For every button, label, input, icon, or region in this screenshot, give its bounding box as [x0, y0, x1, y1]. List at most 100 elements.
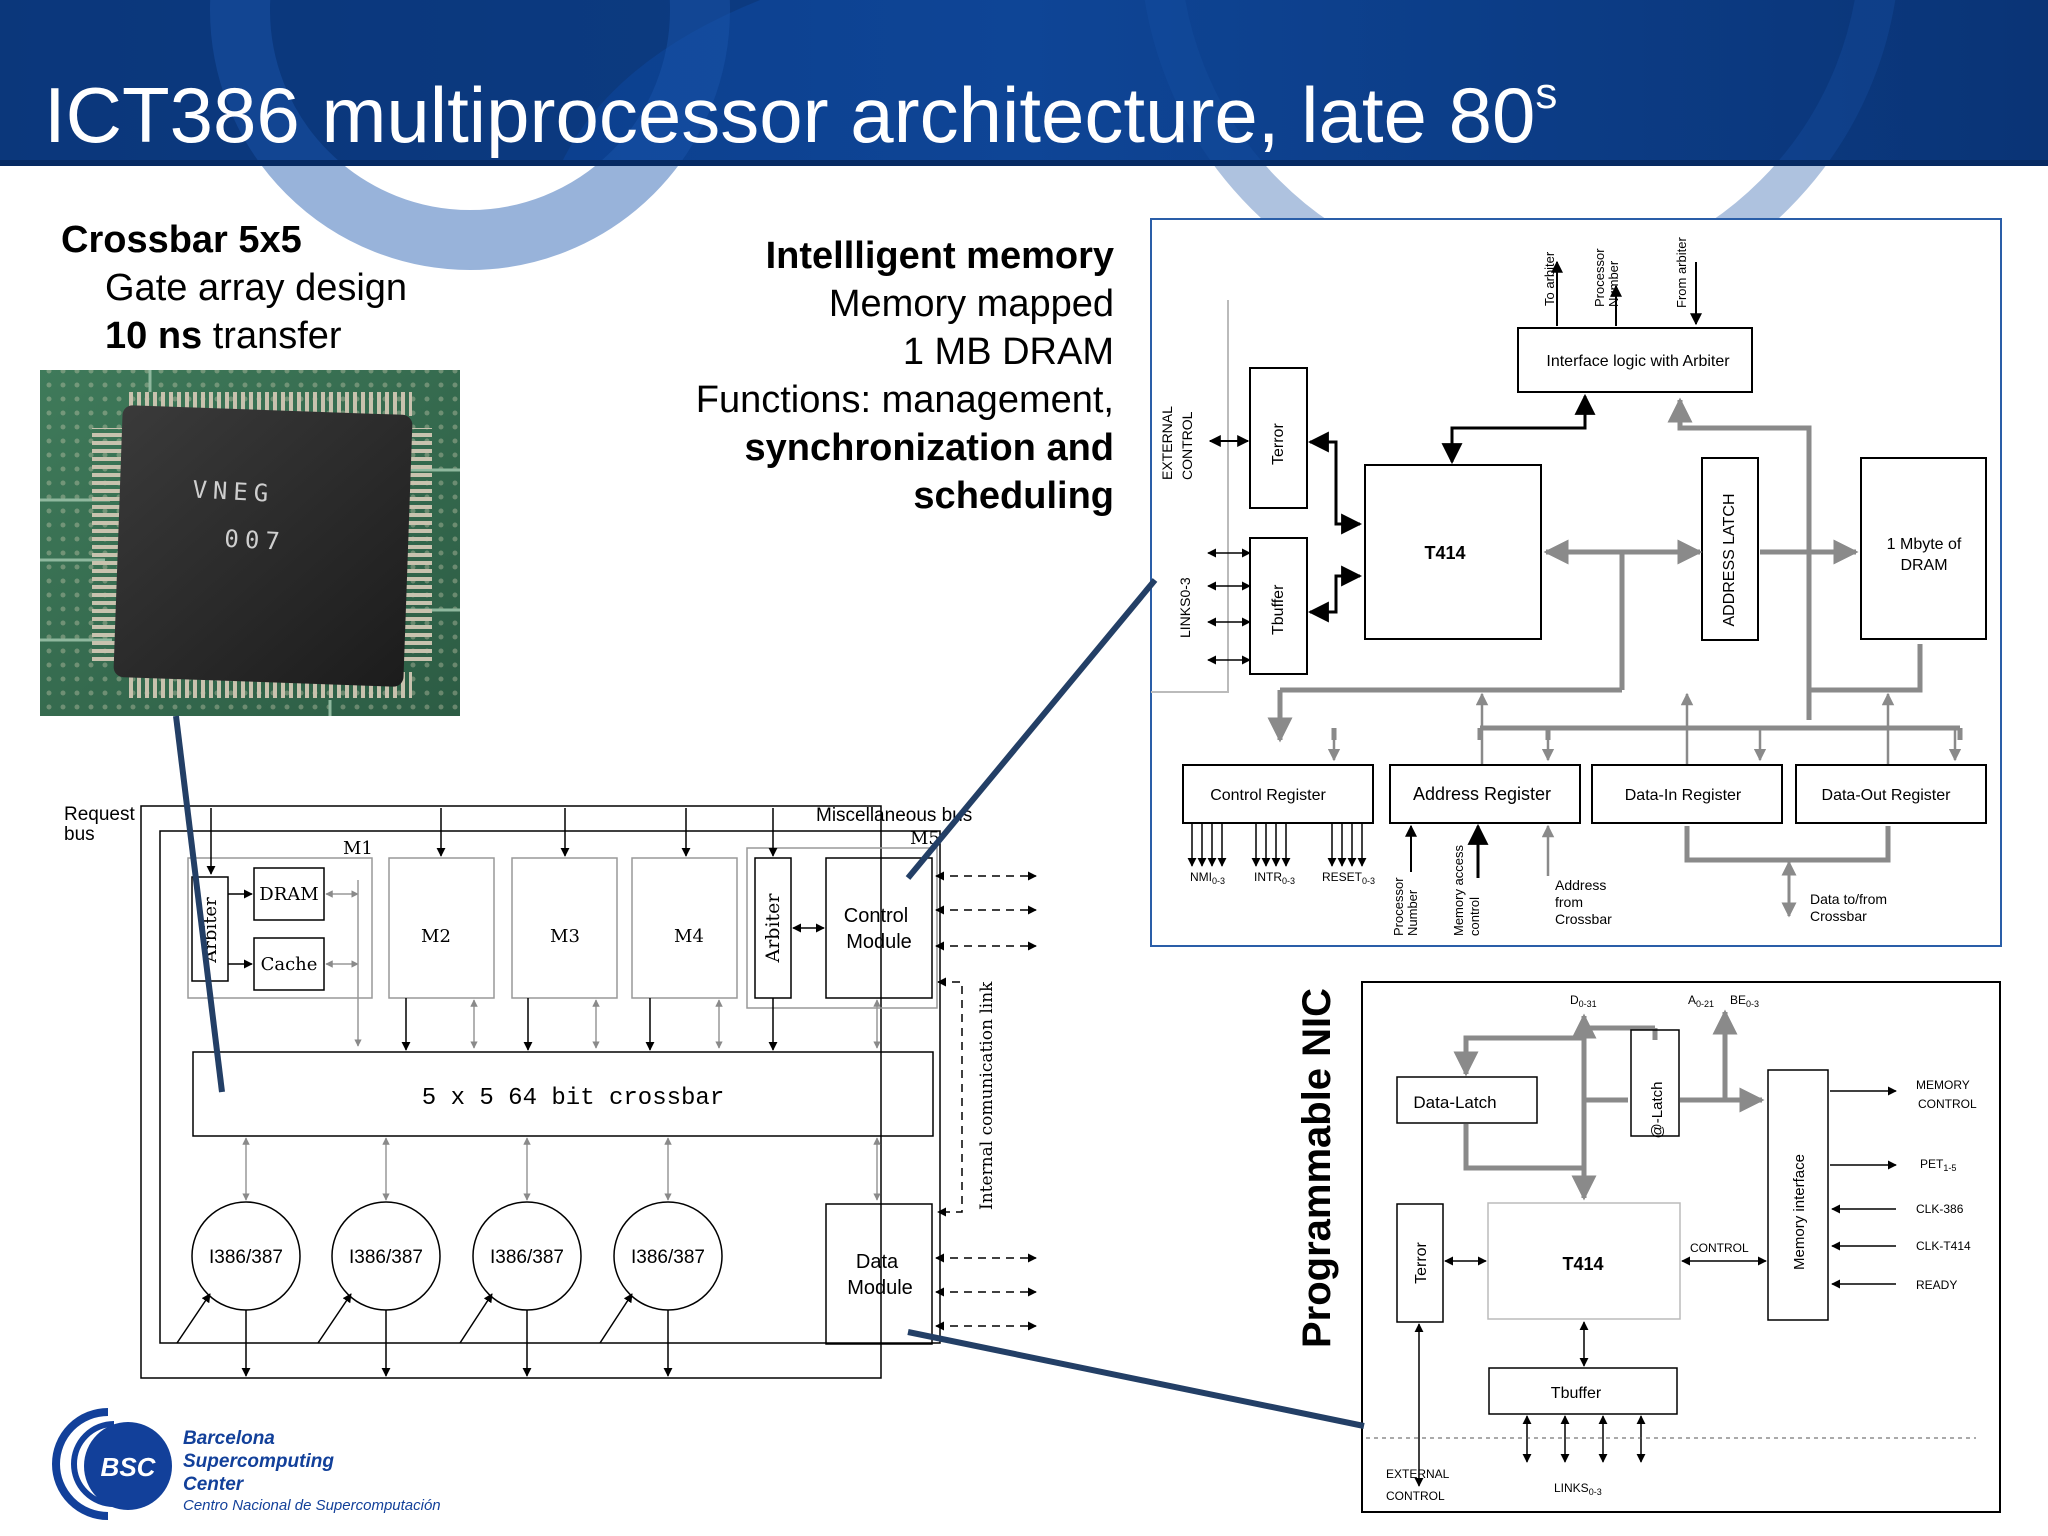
address-register-label: Address Register	[1413, 784, 1551, 804]
m4-label: M4	[674, 926, 704, 947]
nic-t414-label: T414	[1562, 1254, 1603, 1274]
internal-link-label: Internal comunication link	[977, 981, 997, 1210]
mem-dram	[1860, 457, 1987, 640]
dram-label: DRAM	[259, 884, 318, 905]
clk414-label: CLK-T414	[1916, 1239, 1971, 1253]
cpu-2: I386/387	[331, 1201, 441, 1311]
architecture-diagram: Request bus Miscellaneous bus M1 Arbiter…	[64, 804, 1037, 1379]
callout-chip-to-crossbar	[173, 715, 225, 1093]
address-register	[1389, 764, 1581, 824]
chip-photo: VNEG 007	[40, 370, 460, 716]
data-tofrom-2: Crossbar	[1810, 908, 1867, 924]
request-bus-label-2: bus	[64, 824, 95, 845]
data-latch-label: Data-Latch	[1413, 1093, 1496, 1112]
memory-control-2: CONTROL	[1918, 1097, 1977, 1111]
cpu-4-label: I386/387	[631, 1247, 705, 1268]
interface-logic	[1517, 327, 1753, 393]
nic-t414	[1487, 1202, 1681, 1320]
memory-interface-label: Memory interface	[1791, 1154, 1808, 1270]
m3-box	[511, 857, 618, 999]
cpu-3-label: I386/387	[490, 1247, 564, 1268]
memory-control-1: MEMORY	[1916, 1078, 1970, 1092]
memory-scheduling: scheduling	[913, 475, 1114, 517]
data-module-label-2: Module	[847, 1277, 913, 1299]
m3-label: M3	[550, 926, 580, 947]
mem-external-control-1: EXTERNAL	[1159, 406, 1175, 480]
bsc-logo: BSC Barcelona Supercomputing Center Cent…	[52, 1408, 441, 1520]
memory-mapped: Memory mapped	[829, 283, 1114, 325]
clk386-label: CLK-386	[1916, 1202, 1964, 1216]
mem-access-label-2: control	[1467, 897, 1482, 936]
memory-functions: Functions: management,	[696, 379, 1114, 421]
bsc-name-3: Center	[183, 1474, 245, 1495]
memory-size: 1 MB DRAM	[903, 331, 1114, 373]
memory-interface	[1767, 1069, 1829, 1321]
address-from-2: from	[1555, 894, 1583, 910]
a-bus-label: A0-21	[1688, 993, 1714, 1009]
mem-terror	[1249, 367, 1308, 509]
mem-links-label: LINKS0-3	[1177, 577, 1193, 638]
nic-terror	[1396, 1203, 1444, 1323]
misc-bus-label: Miscellaneous bus	[816, 805, 972, 826]
page-title: ICT386 multiprocessor architecture, late…	[44, 69, 1557, 159]
mem-t414	[1364, 464, 1542, 640]
address-from-1: Address	[1555, 877, 1606, 893]
bsc-name-1: Barcelona	[183, 1428, 275, 1449]
nic-side-title: Programmable NIC	[1295, 988, 1339, 1348]
cpu-1: I386/387	[191, 1201, 301, 1311]
chip-marking-1: VNEG	[192, 476, 275, 508]
mem-tbuffer	[1249, 537, 1308, 675]
memory-caption: Intellligent memory Memory mapped 1 MB D…	[696, 235, 1114, 517]
at-latch	[1630, 1029, 1680, 1137]
data-module	[825, 1203, 933, 1345]
data-latch	[1396, 1076, 1538, 1124]
from-arbiter-label: From arbiter	[1674, 237, 1689, 308]
bsc-name-2: Supercomputing	[183, 1451, 334, 1472]
crossbar-transfer: 10 ns transfer	[105, 315, 342, 357]
processor-number-label-2: Number	[1606, 260, 1621, 307]
at-latch-label: @-Latch	[1649, 1082, 1666, 1139]
ready-label: READY	[1916, 1278, 1957, 1292]
bsc-logo-abbrev: BSC	[101, 1452, 157, 1482]
mem-proc-number-1: Processor	[1391, 877, 1406, 936]
callout-control-to-memory	[905, 578, 1158, 880]
data-out-register	[1795, 764, 1987, 824]
nic-terror-label: Terror	[1413, 1241, 1430, 1283]
data-out-register-label: Data-Out Register	[1822, 787, 1952, 804]
control-module	[825, 857, 933, 999]
page-title-superscript: s	[1535, 69, 1557, 118]
processor-number-label-1: Processor	[1592, 248, 1607, 307]
interface-logic-label: Interface logic with Arbiter	[1546, 353, 1730, 370]
callout-lines	[173, 578, 1365, 1429]
memory-sync: synchronization and	[745, 427, 1114, 469]
m5-arbiter-label: Arbiter	[762, 893, 784, 964]
crossbar-box	[192, 1051, 934, 1137]
nmi-label: NMI0-3	[1190, 870, 1225, 886]
mem-t414-label: T414	[1424, 543, 1465, 563]
m4-box	[631, 857, 738, 999]
m2-box	[388, 857, 495, 999]
address-from-3: Crossbar	[1555, 911, 1612, 927]
nic-diagram: D0-31 A0-21 BE0-3 Data-Latch @-Latch Mem…	[1361, 981, 2001, 1513]
mem-access-label-1: Memory access	[1451, 844, 1466, 936]
control-register	[1182, 764, 1374, 824]
be-bus-label: BE0-3	[1730, 993, 1759, 1009]
mem-dram-label-2: DRAM	[1900, 557, 1947, 574]
to-arbiter-label: To arbiter	[1542, 251, 1557, 306]
header-band	[0, 0, 2048, 320]
nic-tbuffer-label: Tbuffer	[1551, 1385, 1602, 1402]
crossbar-heading: Crossbar 5x5	[61, 219, 302, 261]
data-module-label-1: Data	[856, 1251, 899, 1273]
pet-label: PET1-5	[1920, 1157, 1956, 1173]
cpu-3: I386/387	[472, 1201, 582, 1311]
mem-proc-number-2: Number	[1405, 889, 1420, 936]
control-register-label: Control Register	[1210, 787, 1326, 804]
crossbar-caption: Crossbar 5x5 Gate array design 10 ns tra…	[61, 219, 407, 357]
intr-label: INTR0-3	[1254, 870, 1295, 886]
cache-box	[253, 937, 325, 991]
m2-label: M2	[421, 926, 451, 947]
data-in-register	[1591, 764, 1783, 824]
mem-dram-label-1: 1 Mbyte of	[1887, 536, 1962, 553]
